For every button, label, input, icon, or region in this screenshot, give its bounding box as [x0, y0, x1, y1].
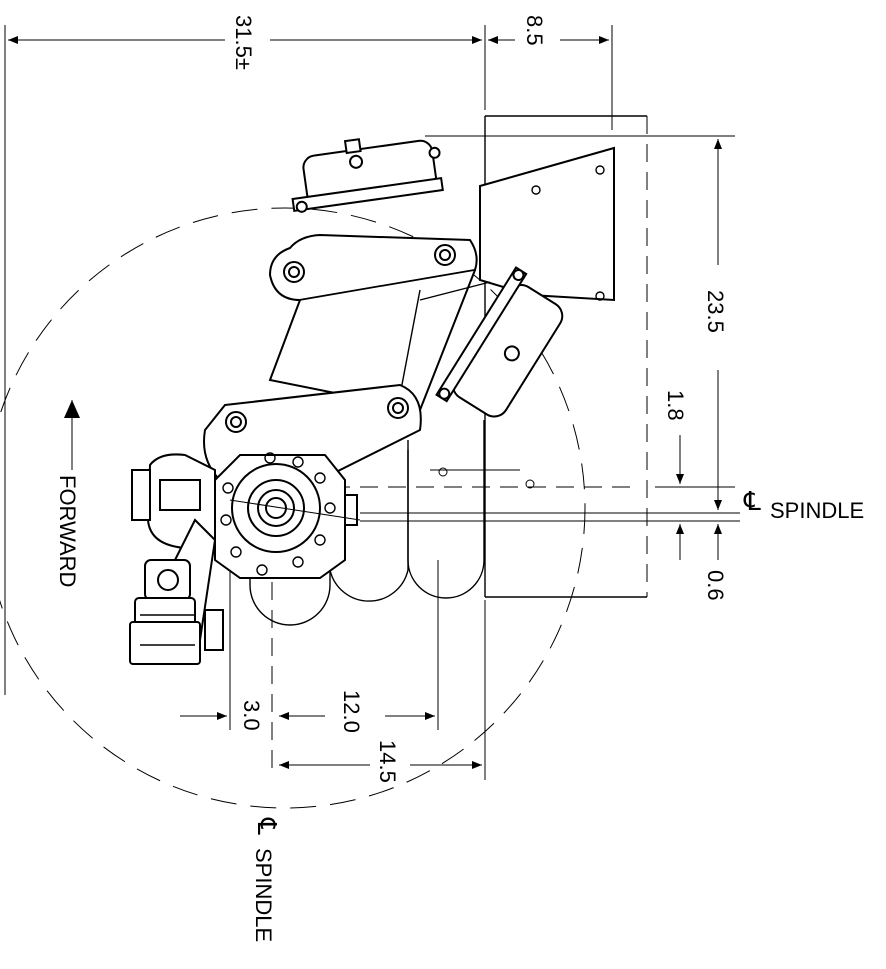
upper-cylinder — [291, 138, 444, 213]
spindle-label-bottom: SPINDLE — [251, 848, 276, 942]
centerline-symbol-bottom: ℄ — [252, 817, 282, 835]
dim-offset-small: 1.8 — [663, 390, 688, 421]
dimension-lines — [8, 36, 722, 769]
dim-offset-spindle-bottom: 0.6 — [703, 570, 728, 601]
dim-height: 23.5 — [703, 290, 728, 333]
forward-indicator: FORWARD — [55, 400, 80, 587]
dim-offset-top: 8.5 — [522, 15, 547, 46]
centerline-labels: ℄ SPINDLE ℄ SPINDLE — [251, 486, 864, 942]
dim-14: 14.5 — [375, 740, 400, 783]
forward-arrow-icon — [64, 400, 80, 418]
construction-lines — [229, 467, 535, 521]
dim-overall-width: 31.5± — [231, 15, 256, 70]
dim-12: 12.0 — [339, 690, 364, 733]
centerline-symbol-right: ℄ — [743, 486, 761, 516]
steering-knuckle — [129, 453, 224, 665]
forward-label: FORWARD — [55, 475, 80, 587]
spindle-hub — [214, 452, 358, 579]
upper-arm — [268, 186, 491, 412]
bottom-lobes — [249, 420, 485, 626]
swing-radius-circle — [0, 207, 586, 809]
dim-3: 3.0 — [239, 700, 264, 731]
dimension-labels: 31.5± 8.5 23.5 1.8 0.6 3.0 12.0 14.5 — [231, 15, 728, 783]
spindle-label-right: SPINDLE — [770, 498, 864, 523]
right-bracket — [479, 146, 615, 302]
angled-cylinder — [435, 266, 564, 418]
extension-lines — [4, 25, 740, 780]
